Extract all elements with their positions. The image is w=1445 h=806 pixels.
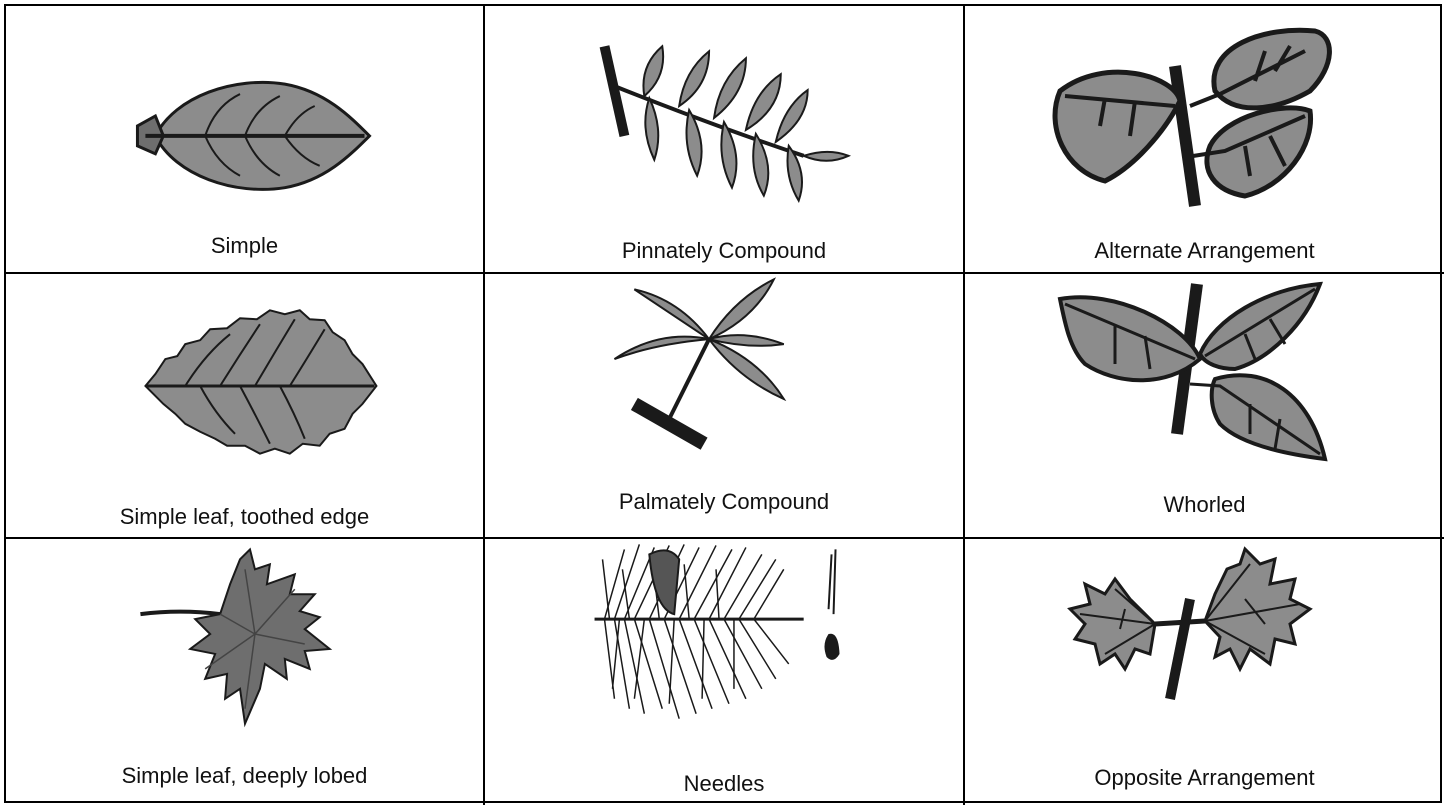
caption-simple: Simple: [6, 233, 483, 259]
caption-alternate-arrangement: Alternate Arrangement: [965, 238, 1444, 264]
leaf-types-table: Simple Pinnately Compound Alternate Arra…: [4, 4, 1442, 803]
simple-leaf-icon: [6, 6, 483, 216]
alternate-arrangement-icon: [965, 6, 1444, 216]
caption-palmately-compound: Palmately Compound: [485, 489, 963, 515]
opposite-arrangement-icon: [965, 539, 1444, 749]
cell-opposite-arrangement: Opposite Arrangement: [965, 539, 1444, 805]
caption-needles: Needles: [485, 771, 963, 797]
toothed-leaf-icon: [6, 274, 483, 484]
cell-lobed-leaf: Simple leaf, deeply lobed: [6, 539, 485, 805]
needles-icon: [485, 539, 963, 749]
caption-toothed-leaf: Simple leaf, toothed edge: [6, 504, 483, 530]
whorled-arrangement-icon: [965, 274, 1444, 484]
caption-pinnately-compound: Pinnately Compound: [485, 238, 963, 264]
cell-needles: Needles: [485, 539, 965, 805]
cell-alternate-arrangement: Alternate Arrangement: [965, 6, 1444, 274]
caption-whorled: Whorled: [965, 492, 1444, 518]
pinnately-compound-leaf-icon: [485, 6, 963, 216]
caption-lobed-leaf: Simple leaf, deeply lobed: [6, 763, 483, 789]
cell-toothed-leaf: Simple leaf, toothed edge: [6, 274, 485, 539]
lobed-leaf-icon: [6, 539, 483, 749]
cell-simple: Simple: [6, 6, 485, 274]
palmately-compound-leaf-icon: [485, 274, 963, 484]
cell-palmately-compound: Palmately Compound: [485, 274, 965, 539]
cell-whorled: Whorled: [965, 274, 1444, 539]
cell-pinnately-compound: Pinnately Compound: [485, 6, 965, 274]
caption-opposite-arrangement: Opposite Arrangement: [965, 765, 1444, 791]
